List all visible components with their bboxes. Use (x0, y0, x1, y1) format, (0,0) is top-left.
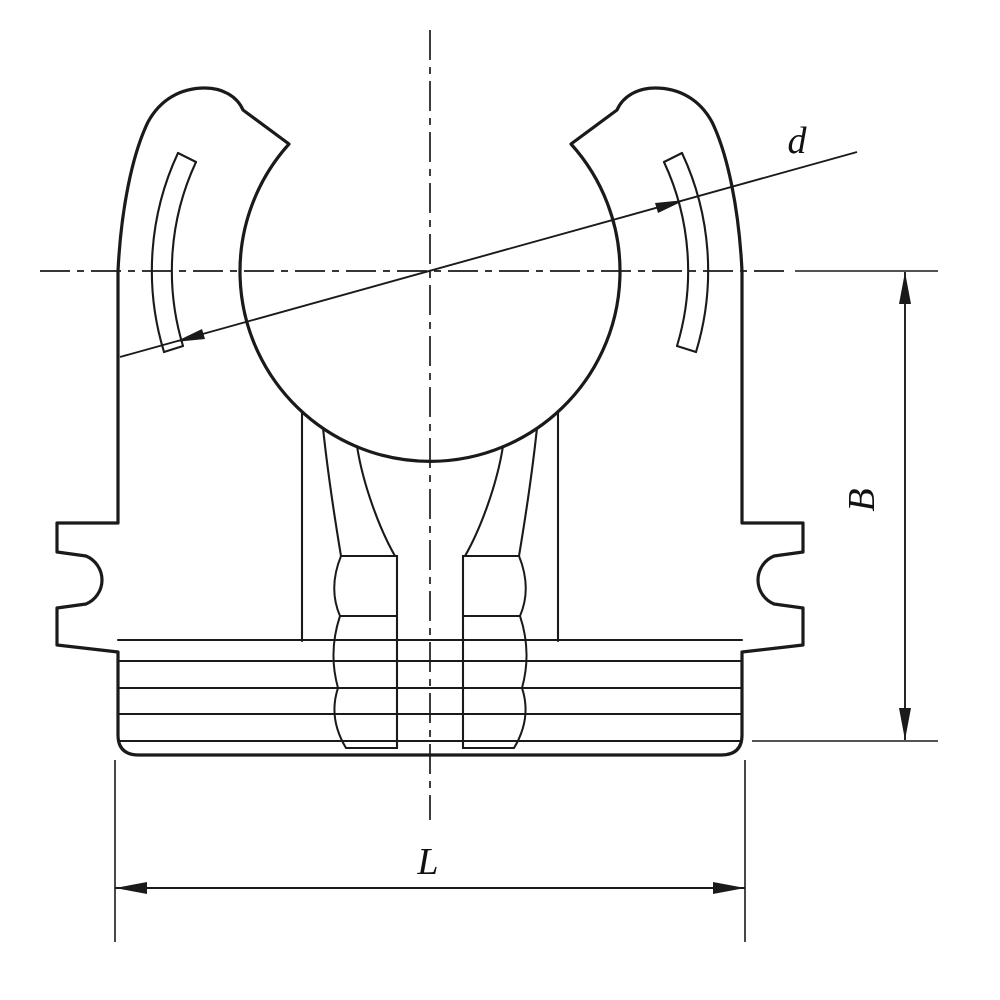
dimension-d-line (119, 151, 858, 358)
dimension-l: L (114, 760, 746, 942)
anchor-body-right (462, 615, 528, 749)
dimension-b-label: B (841, 488, 883, 511)
spring-slot-left (150, 151, 198, 354)
dimension-l-arrow-left (115, 882, 147, 894)
dimension-d: d (119, 120, 858, 358)
dimension-l-arrow-right (713, 882, 745, 894)
centerlines (40, 30, 790, 820)
dimension-b-arrow-top (899, 272, 911, 304)
clamp-outer-contour (55, 86, 805, 757)
dimension-d-arrow-left (175, 329, 205, 342)
dimension-l-label: L (416, 841, 438, 883)
clamp-body (55, 86, 805, 757)
anchor-body-left (332, 615, 398, 749)
dimension-d-arrow-right (655, 200, 685, 213)
seat-neck (321, 426, 539, 558)
dimension-b: B (752, 270, 938, 742)
dimension-d-label: d (788, 120, 808, 162)
dimension-b-arrow-bottom (899, 708, 911, 740)
spring-slot-right (662, 151, 710, 354)
anchor-insert (332, 554, 528, 750)
